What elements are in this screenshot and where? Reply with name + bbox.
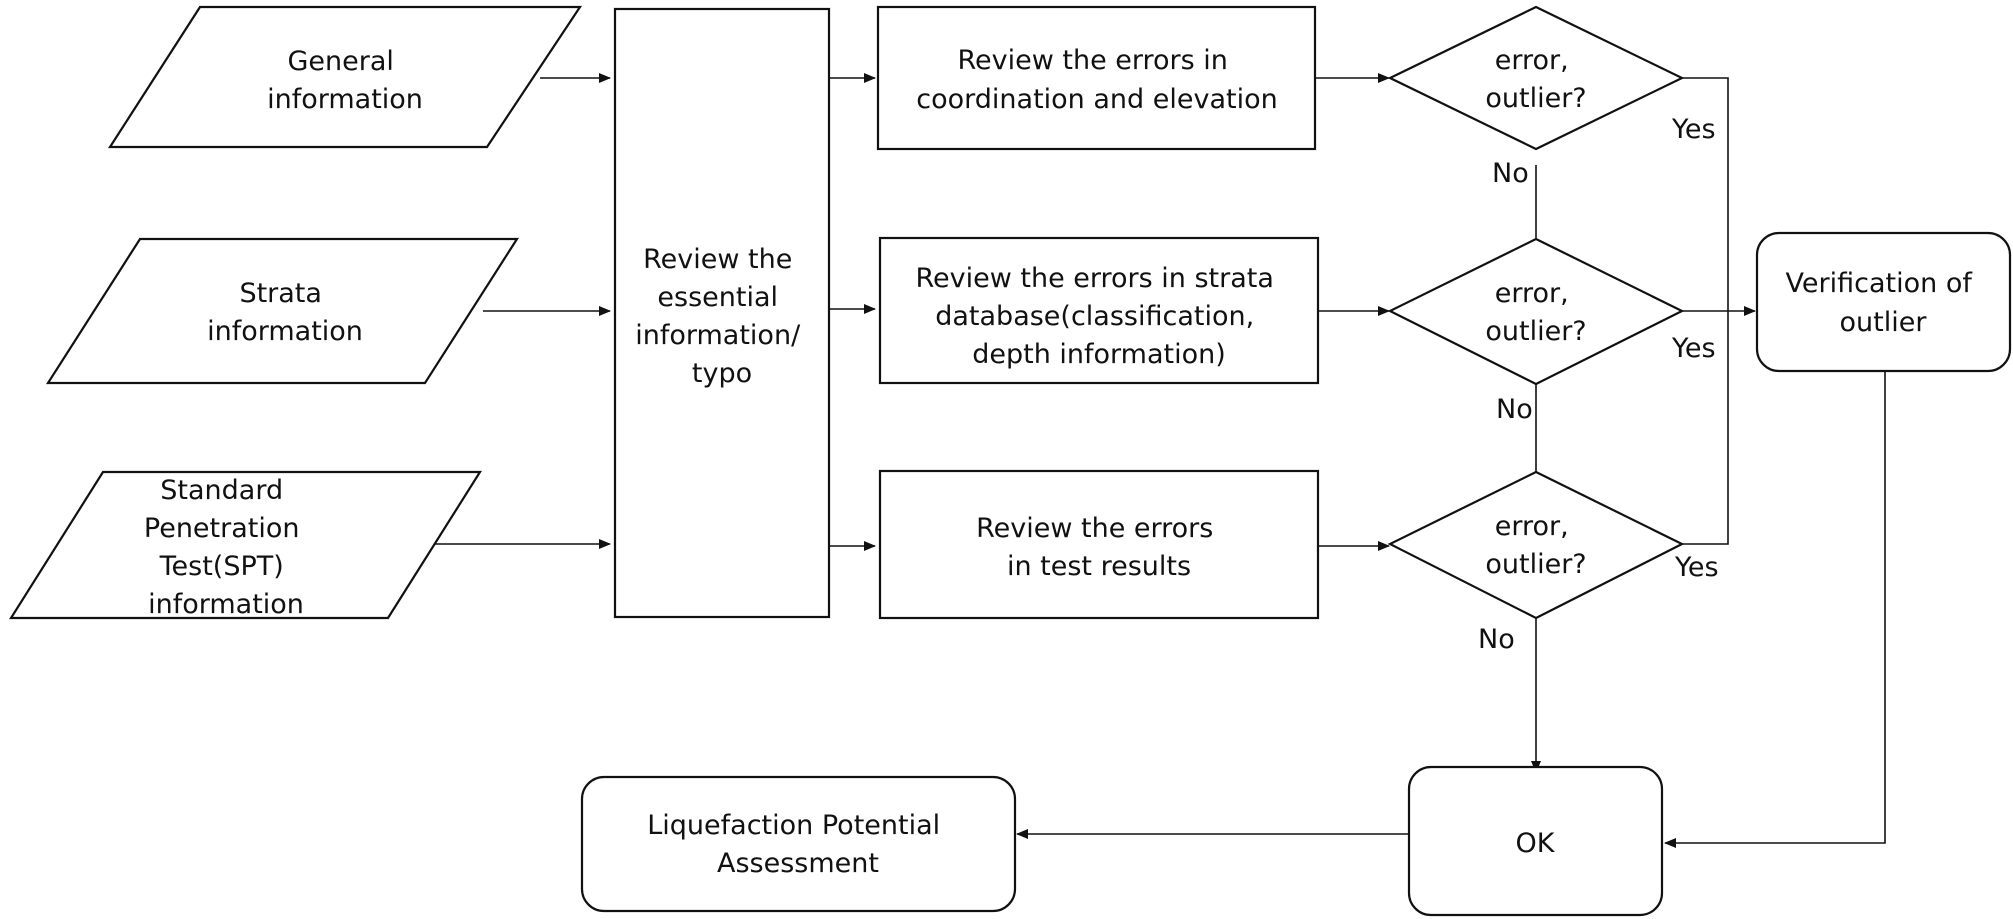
decision-3-label: error, outlier? — [1485, 511, 1586, 580]
edge-verification-to-ok — [1664, 371, 1886, 848]
general-info-label: General information — [267, 46, 423, 115]
review-coord-label: Review the errors in coordination and el… — [916, 45, 1277, 115]
node-verification: Verification of outlier — [1755, 231, 2012, 373]
decision-1-yes-label: Yes — [1671, 114, 1716, 145]
review-test-shape — [878, 469, 1320, 620]
node-decision-3: error, outlier? — [1387, 470, 1685, 620]
ok-shape — [1407, 765, 1664, 917]
edge-labels: No Yes No Yes No Yes — [1478, 114, 1719, 655]
liquefaction-label: Liquefaction Potential Assessment — [647, 810, 948, 879]
review-essential-label: Review the essential information/ typo — [635, 244, 809, 389]
strata-info-shape — [45, 237, 520, 385]
decision-1-shape — [1387, 5, 1685, 151]
review-essential-shape — [613, 7, 831, 619]
verification-shape — [1755, 231, 2012, 373]
decision-1-no-label: No — [1492, 158, 1529, 189]
node-general-info: General information — [107, 5, 583, 149]
spt-info-shape — [9, 470, 482, 620]
strata-info-label: Strata information — [207, 278, 363, 347]
node-liquefaction: Liquefaction Potential Assessment — [580, 775, 1017, 913]
node-review-strata: Review the errors in strata database(cla… — [878, 236, 1320, 385]
review-strata-label: Review the errors in strata database(cla… — [915, 263, 1282, 370]
node-review-test: Review the errors in test results — [878, 469, 1320, 620]
decision-1-label: error, outlier? — [1485, 45, 1586, 114]
decision-2-shape — [1387, 237, 1685, 386]
liquefaction-shape — [580, 775, 1017, 913]
node-decision-2: error, outlier? — [1387, 237, 1685, 386]
edge-decision-1-yes — [1682, 77, 1729, 311]
node-strata-info: Strata information — [45, 237, 520, 385]
decision-2-label: error, outlier? — [1485, 278, 1586, 347]
node-review-essential: Review the essential information/ typo — [613, 7, 831, 619]
decision-3-shape — [1387, 470, 1685, 620]
decision-3-yes-label: Yes — [1674, 552, 1719, 583]
spt-info-label: Standard Penetration Test(SPT) informati… — [144, 475, 308, 620]
general-info-shape — [107, 5, 583, 149]
node-ok: OK — [1407, 765, 1664, 917]
verification-label: Verification of outlier — [1786, 268, 1981, 338]
edge-decision-3-yes — [1682, 311, 1729, 545]
decision-2-no-label: No — [1496, 394, 1533, 425]
node-decision-1: error, outlier? — [1387, 5, 1685, 151]
review-strata-shape — [878, 236, 1320, 385]
review-test-label: Review the errors in test results — [976, 513, 1222, 582]
edges — [427, 73, 1886, 848]
ok-label: OK — [1516, 828, 1556, 859]
decision-2-yes-label: Yes — [1671, 333, 1716, 364]
decision-3-no-label: No — [1478, 624, 1515, 655]
node-spt-info: Standard Penetration Test(SPT) informati… — [9, 470, 482, 620]
review-coord-shape — [876, 5, 1317, 151]
node-review-coord: Review the errors in coordination and el… — [876, 5, 1317, 151]
